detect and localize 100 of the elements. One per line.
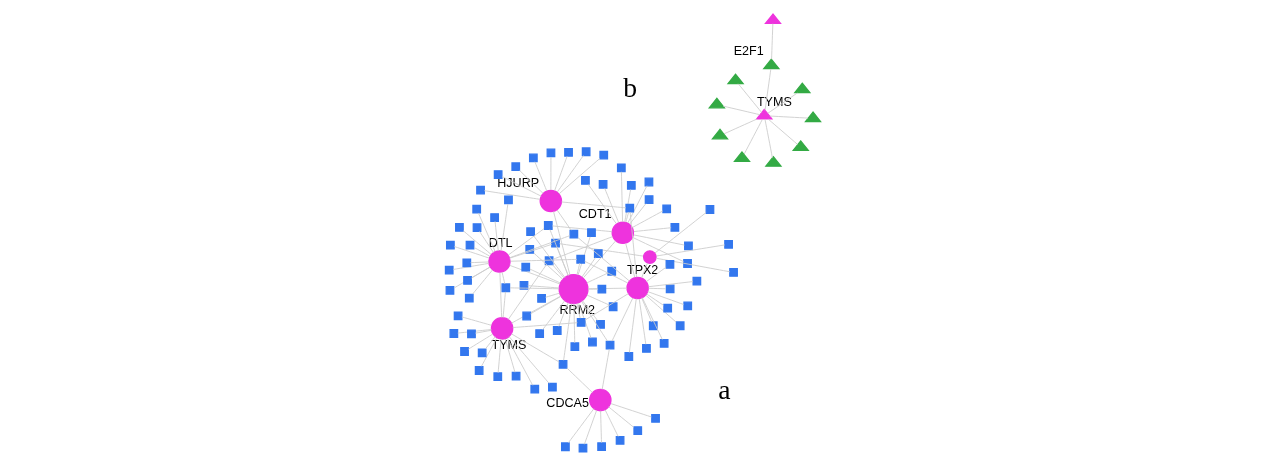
connector [499, 271, 503, 318]
node-label: TPX2 [626, 262, 659, 277]
node-circle [626, 276, 649, 299]
connector [558, 301, 569, 327]
node-box [665, 284, 675, 293]
connector [468, 333, 494, 350]
node-box [615, 435, 625, 445]
node-circle [490, 316, 514, 340]
node-triangle [804, 110, 822, 122]
node-box [648, 320, 658, 330]
connector [556, 209, 572, 231]
connector [771, 22, 774, 60]
node-box [596, 319, 605, 329]
connector [519, 169, 544, 194]
connector [511, 333, 560, 362]
node-box [624, 351, 634, 361]
connector [461, 316, 492, 326]
connector [507, 263, 547, 320]
node-box [675, 320, 685, 330]
connector [584, 292, 629, 320]
node-box [449, 328, 459, 338]
node-box [455, 222, 464, 232]
node-box [445, 285, 455, 295]
node-box [578, 443, 588, 453]
node-box [558, 359, 568, 369]
node-box [581, 146, 591, 156]
connector [563, 302, 572, 361]
connector [743, 118, 763, 155]
connector [479, 230, 494, 253]
node-box [705, 204, 715, 214]
connector [509, 264, 561, 284]
node-box [472, 204, 482, 214]
connector [621, 170, 623, 222]
node-box [453, 310, 463, 320]
node-circle [488, 249, 511, 273]
node-box [581, 175, 590, 185]
node-box [724, 239, 733, 249]
node-box [464, 293, 474, 302]
node-box [659, 338, 669, 348]
node-label: E2F1 [733, 43, 764, 58]
connector [506, 336, 534, 386]
connector [509, 234, 571, 258]
node-box [729, 267, 738, 277]
connector [587, 288, 599, 290]
connector [485, 335, 496, 349]
node-circle [539, 189, 563, 212]
connector [723, 118, 758, 134]
connector [457, 328, 492, 334]
connector [511, 295, 562, 324]
connector [627, 184, 648, 223]
node-box [644, 177, 654, 186]
connector [576, 302, 581, 319]
node-box [670, 222, 680, 232]
connector [576, 262, 581, 275]
connector [527, 284, 560, 288]
node-box [474, 365, 484, 375]
node-box [528, 153, 538, 162]
connector [641, 262, 648, 278]
connector [624, 188, 632, 222]
connector [764, 68, 772, 111]
node-box [472, 222, 482, 232]
node-box [463, 275, 472, 285]
connector [577, 235, 591, 275]
connector [463, 230, 492, 255]
node-box [504, 194, 513, 204]
node-circle [558, 273, 589, 304]
node-label: HJURP [497, 175, 540, 190]
connector [453, 245, 490, 258]
connector [581, 256, 596, 277]
node-box [576, 254, 586, 264]
connector [647, 290, 684, 305]
connector [497, 338, 502, 373]
connector [722, 105, 761, 115]
node-box [684, 241, 693, 250]
node-box [683, 301, 693, 310]
node-box [548, 382, 557, 392]
node-box [501, 282, 511, 292]
node-box [692, 276, 702, 285]
node-box [561, 441, 570, 451]
connector [502, 290, 506, 318]
connector [646, 293, 664, 306]
connector [542, 299, 566, 330]
connector [767, 92, 798, 114]
node-box [521, 262, 531, 272]
node-triangle [764, 155, 783, 167]
node-box [564, 147, 573, 157]
connector [648, 287, 667, 289]
connector [500, 203, 509, 251]
connector [554, 155, 568, 191]
connector [641, 296, 653, 322]
node-triangle [791, 139, 810, 151]
connector [483, 189, 541, 200]
connector [632, 210, 664, 228]
connector [583, 409, 598, 445]
node-box [477, 347, 487, 357]
connector [604, 187, 620, 223]
node-box [535, 328, 545, 338]
node-box [544, 255, 554, 265]
connector [655, 257, 731, 272]
connector [581, 300, 608, 342]
